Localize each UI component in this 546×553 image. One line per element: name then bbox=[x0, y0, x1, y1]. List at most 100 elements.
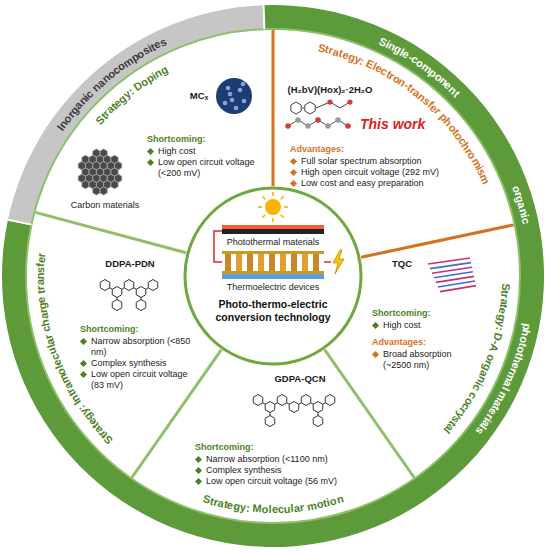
atom bbox=[347, 99, 352, 104]
gdpa-qcn-molecule bbox=[253, 395, 335, 427]
section-heading: Shortcoming: bbox=[147, 128, 265, 146]
bullet-diamond bbox=[372, 351, 379, 358]
carbon-cell bbox=[111, 180, 118, 188]
thermo-leg bbox=[258, 254, 264, 271]
center-circle: Photothermal materialsThermoelectric dev… bbox=[185, 188, 361, 364]
category-label: Inorganic nanocomposites bbox=[49, 31, 173, 139]
bottom-plate bbox=[222, 271, 324, 274]
glyph: r bbox=[34, 285, 46, 290]
atom bbox=[335, 117, 341, 123]
sector-divider bbox=[272, 30, 275, 186]
strategy-title: Strategy: Doping bbox=[89, 59, 175, 131]
bullet-text: Complex synthesis bbox=[91, 358, 167, 369]
bullet-text: High cost bbox=[158, 146, 196, 157]
lightning-symbol bbox=[333, 250, 344, 274]
atom bbox=[285, 123, 291, 129]
strategy-title: Strategy: Molecular motion bbox=[196, 488, 351, 520]
bullet-text: Complex synthesis bbox=[206, 465, 282, 476]
ring bbox=[277, 395, 287, 406]
bullet-diamond bbox=[290, 169, 297, 176]
thermo-leg bbox=[247, 254, 253, 271]
strategy-sector: Strategy: Intramolecular charge transfer… bbox=[40, 215, 220, 415]
pore bbox=[228, 92, 233, 97]
ring bbox=[313, 416, 323, 427]
section-heading: Advantages: bbox=[290, 138, 439, 156]
bond bbox=[302, 108, 304, 109]
sun bbox=[265, 199, 281, 215]
bullet-diamond bbox=[195, 478, 202, 485]
bullet-diamond bbox=[80, 338, 87, 345]
thermo-leg bbox=[269, 254, 275, 271]
center-circle bbox=[185, 188, 361, 364]
glyph: e bbox=[34, 256, 46, 263]
carbon-cell bbox=[82, 180, 89, 188]
bullet-item: Full solar spectrum absorption bbox=[290, 156, 439, 167]
text-list: Advantages:Full solar spectrum absorptio… bbox=[290, 138, 439, 189]
highlight-label: This work bbox=[360, 116, 425, 132]
category-label: organic bbox=[506, 178, 537, 232]
sector-divider bbox=[35, 212, 186, 252]
bullet-item: Broad absorption (~2500 nm) bbox=[372, 349, 472, 371]
material-label: MCₓ bbox=[184, 90, 214, 101]
device-illustration bbox=[214, 192, 344, 279]
ring bbox=[124, 280, 134, 291]
pore bbox=[223, 101, 228, 106]
bullet-text: Narrow absorption (<850 nm) bbox=[91, 336, 198, 358]
green-band bbox=[2, 5, 544, 547]
glyph: r bbox=[35, 252, 47, 257]
material-label: DDPA-PDN bbox=[90, 258, 170, 269]
glyph: c bbox=[278, 503, 285, 515]
ring bbox=[305, 102, 315, 114]
ring bbox=[100, 280, 110, 291]
bullet-text: Low open circuit voltage (83 mV) bbox=[91, 369, 198, 391]
section-heading: Advantages: bbox=[372, 331, 472, 349]
bullet-diamond bbox=[290, 180, 297, 187]
glyph: a bbox=[34, 279, 46, 285]
molecule-plane bbox=[440, 286, 476, 292]
sun-ray bbox=[281, 196, 284, 199]
bullet-diamond bbox=[195, 467, 202, 474]
atom bbox=[315, 117, 321, 123]
bullet-item: Narrow absorption (<1100 nm) bbox=[195, 454, 337, 465]
bullet-diamond bbox=[147, 148, 154, 155]
bullet-text: Low open circuit voltage (56 mV) bbox=[206, 476, 337, 487]
sun-ray bbox=[281, 215, 284, 218]
material-label: TQC bbox=[392, 258, 412, 269]
carbon-cell bbox=[100, 187, 107, 195]
category-label: photothermal materials bbox=[469, 316, 538, 442]
bullet-diamond bbox=[372, 322, 379, 329]
heading-text: Shortcoming: bbox=[80, 324, 139, 334]
band-separator bbox=[8, 220, 31, 225]
bullet-item: Low open circuit voltage (<200 mV) bbox=[147, 157, 265, 179]
glyph: m bbox=[478, 173, 493, 187]
particle-body bbox=[216, 78, 252, 114]
center-title: Photo-thermo-electric conversion technol… bbox=[198, 298, 348, 324]
carbon-cell bbox=[93, 187, 100, 195]
sun-ray bbox=[262, 215, 265, 218]
material-label: GDPA-QCN bbox=[260, 373, 340, 384]
pore bbox=[230, 98, 235, 103]
sun-ray bbox=[272, 218, 274, 222]
sun-ray bbox=[272, 192, 274, 196]
atom bbox=[295, 117, 301, 123]
bullet-item: High cost bbox=[147, 146, 265, 157]
thermo-leg bbox=[313, 254, 319, 271]
bullet-item: Low open circuit voltage (56 mV) bbox=[195, 476, 337, 487]
sector-divider bbox=[361, 225, 514, 257]
heading-text: Shortcoming: bbox=[147, 134, 206, 144]
cold-side bbox=[222, 274, 324, 279]
bullet-text: Full solar spectrum absorption bbox=[301, 156, 422, 167]
layer-label: Photothermal materials bbox=[198, 237, 348, 248]
glyph: M bbox=[252, 502, 262, 515]
category-band: Inorganic nanocomposites bbox=[8, 30, 258, 260]
section-heading: Shortcoming: bbox=[372, 302, 472, 320]
ring bbox=[112, 287, 122, 298]
bullet-item: Low open circuit voltage (83 mV) bbox=[80, 369, 198, 391]
text-list: Shortcoming: Narrow absorption (<850 nm)C… bbox=[80, 318, 198, 391]
bullet-text: Low cost and easy preparation bbox=[301, 178, 424, 189]
bullet-diamond bbox=[147, 159, 154, 166]
category-label: Single-component bbox=[372, 31, 468, 105]
glyph: n bbox=[34, 273, 46, 280]
glyph: l bbox=[269, 503, 272, 515]
bullet-text: Low open circuit voltage (<200 mV) bbox=[158, 157, 265, 179]
